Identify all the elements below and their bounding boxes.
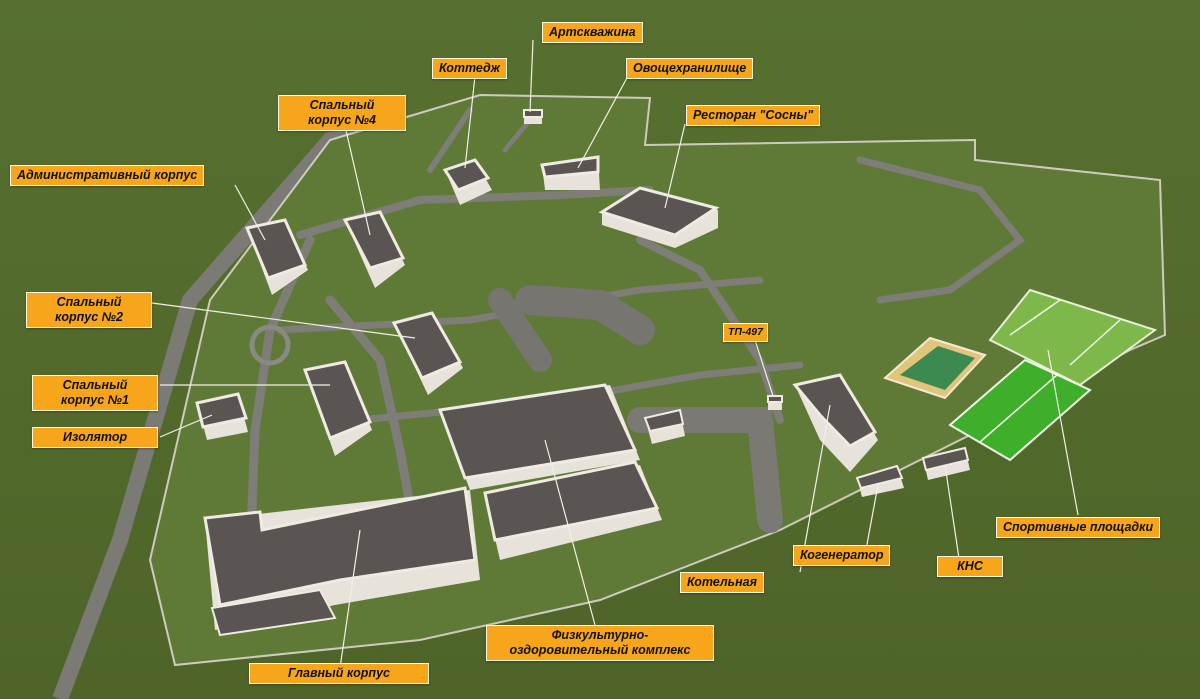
- label-dorm-1-line1: Спальный: [62, 378, 128, 392]
- basketball-court-center: [900, 346, 975, 390]
- label-fitness-complex-line1: Физкультурно-: [551, 628, 649, 642]
- building-main-wing-roof: [210, 588, 337, 637]
- label-dorm-1: Спальный корпус №1: [32, 375, 158, 411]
- label-main-building: Главный корпус: [249, 663, 429, 684]
- label-fitness-complex-line2: оздоровительный комплекс: [509, 643, 691, 657]
- building-main-roof: [203, 486, 477, 607]
- buildings: [195, 109, 970, 637]
- label-boiler: Котельная: [680, 572, 764, 593]
- leader-lines: [151, 39, 1079, 669]
- label-admin-building: Административный корпус: [10, 165, 205, 186]
- roundabout: [249, 324, 291, 366]
- label-restaurant: Ресторан "Сосны": [686, 105, 821, 126]
- label-dorm-4-line1: Спальный: [309, 98, 375, 112]
- building-dorm1-roof: [302, 360, 372, 440]
- label-dorm-4-line2: корпус №4: [308, 113, 376, 127]
- label-fitness-complex: Физкультурно- оздоровительный комплекс: [486, 625, 714, 661]
- building-dorm4-roof: [342, 210, 406, 270]
- building-kns-roof: [921, 446, 970, 472]
- building-storage-roof: [540, 155, 600, 179]
- label-tp-497: ТП-497: [723, 323, 768, 342]
- tennis-court-line: [1069, 319, 1121, 366]
- building-isolator-roof: [195, 392, 248, 429]
- label-dorm-2-line1: Спальный: [56, 295, 122, 309]
- building-small-roof: [643, 408, 685, 433]
- building-cogenerator-roof: [855, 464, 904, 490]
- label-sports-grounds: Спортивные площадки: [996, 517, 1161, 538]
- label-cottage: Коттедж: [432, 58, 507, 79]
- football-field: [948, 358, 1092, 462]
- football-midline: [979, 374, 1058, 443]
- building-dorm2-roof: [391, 311, 463, 380]
- label-dorm-1-line2: корпус №1: [61, 393, 129, 407]
- label-artesian-well: Артскважина: [542, 22, 643, 43]
- label-kns: КНС: [937, 556, 1003, 577]
- building-fitness-annex-roof: [483, 460, 660, 542]
- label-dorm-2: Спальный корпус №2: [26, 292, 152, 328]
- building-fitness-roof: [437, 383, 638, 480]
- tennis-court-line: [1009, 299, 1061, 336]
- building-well-roof: [523, 109, 543, 118]
- building-tp497-roof: [767, 395, 783, 403]
- building-boiler-roof: [792, 373, 878, 448]
- label-dorm-2-line2: корпус №2: [55, 310, 123, 324]
- label-vegetable-store: Овощехранилище: [626, 58, 754, 79]
- label-isolator: Изолятор: [32, 427, 158, 448]
- label-cogenerator: Когенератор: [793, 545, 891, 566]
- label-dorm-4: Спальный корпус №4: [278, 95, 406, 131]
- building-restaurant-roof: [598, 186, 720, 237]
